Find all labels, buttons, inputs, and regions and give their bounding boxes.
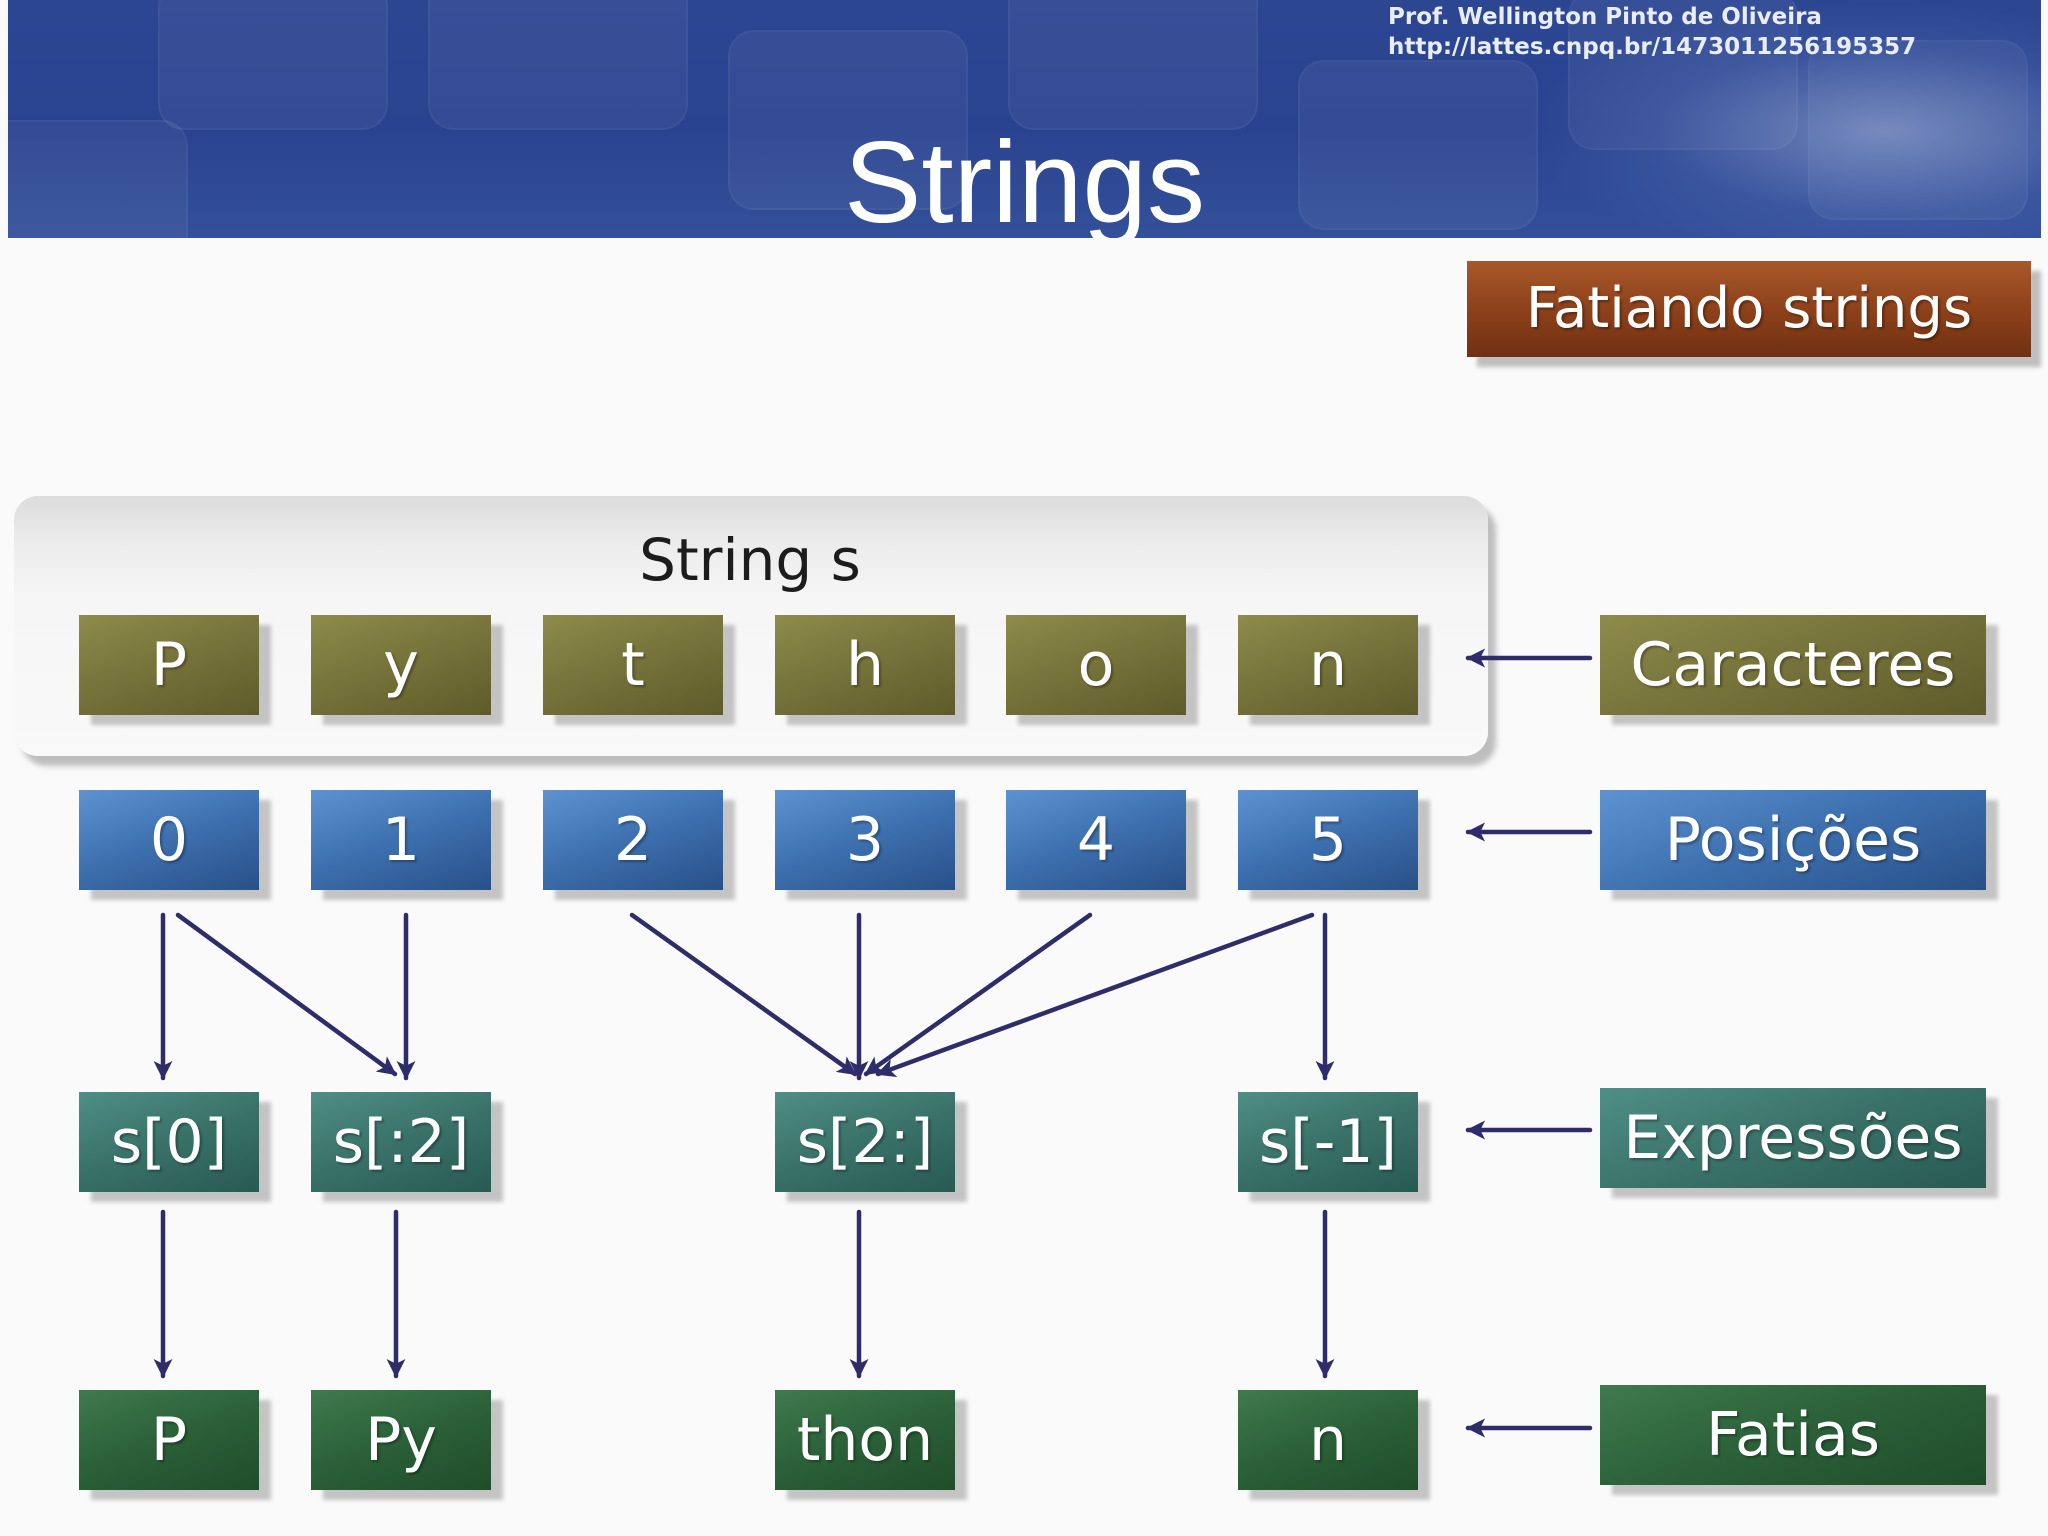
position-box: 2	[543, 790, 723, 890]
char-box: h	[775, 615, 955, 715]
position-box: 4	[1006, 790, 1186, 890]
char-box: y	[311, 615, 491, 715]
row-label-positions: Posições	[1600, 790, 1986, 890]
string-panel-label: String s	[639, 526, 861, 594]
row-label-slices: Fatias	[1600, 1385, 1986, 1485]
arrow-pos5-s2tail	[875, 912, 1315, 1078]
author-info: Prof. Wellington Pinto de Oliveira http:…	[1388, 2, 1916, 62]
char-box: n	[1238, 615, 1418, 715]
row-label-characters: Caracteres	[1600, 615, 1986, 715]
expression-box: s[2:]	[775, 1092, 955, 1192]
author-url: http://lattes.cnpq.br/1473011256195357	[1388, 34, 1917, 60]
position-box: 3	[775, 790, 955, 890]
position-box: 5	[1238, 790, 1418, 890]
arrow-pos4-s2tail	[863, 912, 1093, 1077]
char-box: t	[543, 615, 723, 715]
arrow-pos2-s2tail	[629, 912, 858, 1077]
slice-box: thon	[775, 1390, 955, 1490]
char-box: o	[1006, 615, 1186, 715]
slice-box: P	[79, 1390, 259, 1490]
slice-box: n	[1238, 1390, 1418, 1490]
expression-box: s[:2]	[311, 1092, 491, 1192]
row-label-expressions: Expressões	[1600, 1088, 1986, 1188]
expression-box: s[0]	[79, 1092, 259, 1192]
arrow-pos0-s2	[175, 912, 398, 1077]
author-name: Prof. Wellington Pinto de Oliveira	[1388, 4, 1822, 30]
expression-box: s[-1]	[1238, 1092, 1418, 1192]
position-box: 0	[79, 790, 259, 890]
section-tag: Fatiando strings	[1467, 261, 2031, 357]
slice-box: Py	[311, 1390, 491, 1490]
position-box: 1	[311, 790, 491, 890]
header-banner: Prof. Wellington Pinto de Oliveira http:…	[8, 0, 2041, 238]
char-box: P	[79, 615, 259, 715]
slide-title: Strings	[843, 117, 1206, 238]
